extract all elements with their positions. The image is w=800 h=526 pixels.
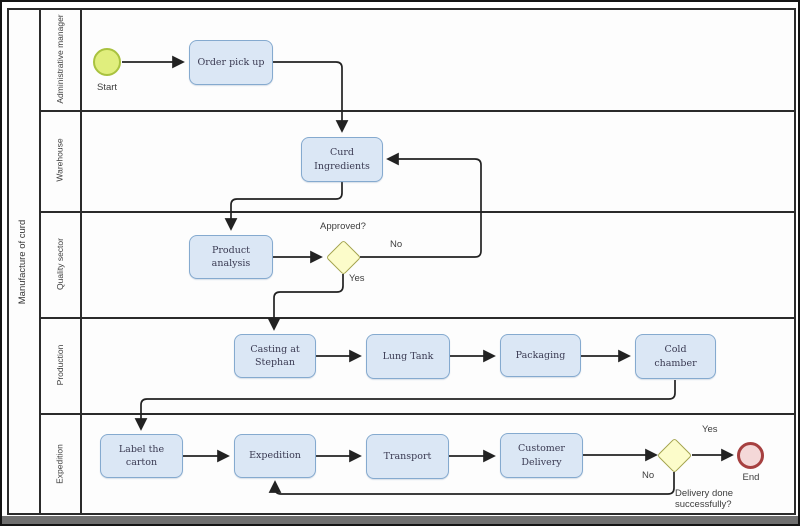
lane-label-quality-sector: Quality sector	[54, 238, 65, 290]
task-order-pick-up: Order pick up	[189, 40, 273, 85]
end-event	[737, 442, 764, 469]
window-bottom-edge	[2, 516, 798, 524]
pool-title-divider	[39, 8, 41, 515]
task-expedition: Expedition	[234, 434, 316, 478]
task-curd-ingredients: Curd Ingredients	[301, 137, 383, 182]
gateway-delivery-label: Delivery done successfully?	[675, 488, 734, 510]
lane-label-production: Production	[54, 344, 65, 386]
gateway-approved-label: Approved?	[320, 221, 366, 232]
task-casting-at-stephan: Casting at Stephan	[234, 334, 316, 378]
task-customer-delivery: Customer Delivery	[500, 433, 583, 478]
lane-divider	[39, 317, 796, 319]
task-transport: Transport	[366, 434, 449, 479]
task-lung-tank: Lung Tank	[366, 334, 450, 379]
lane-divider	[39, 110, 796, 112]
lane-divider	[39, 211, 796, 213]
task-cold-chamber: Cold chamber	[635, 334, 716, 379]
task-product-analysis: Product analysis	[189, 235, 273, 279]
lane-label-warehouse: Warehouse	[54, 138, 65, 182]
task-label-the-carton: Label the carton	[100, 434, 183, 478]
lane-label-divider	[80, 8, 82, 515]
task-packaging: Packaging	[500, 334, 581, 377]
start-event	[93, 48, 121, 76]
start-event-label: Start	[96, 82, 118, 93]
lane-divider	[39, 413, 796, 415]
lane-label-expedition: Expedition	[54, 444, 65, 484]
pool-title: Manufacture of curd	[17, 219, 29, 305]
edge-label-delivery-no: No	[642, 470, 655, 481]
end-event-label: End	[742, 472, 760, 483]
edge-label-approved-yes: Yes	[349, 273, 365, 284]
edge-label-delivery-yes: Yes	[702, 424, 718, 435]
edge-label-approved-no: No	[390, 239, 403, 250]
lane-label-administrative-manager: Administrative manager	[54, 14, 65, 104]
